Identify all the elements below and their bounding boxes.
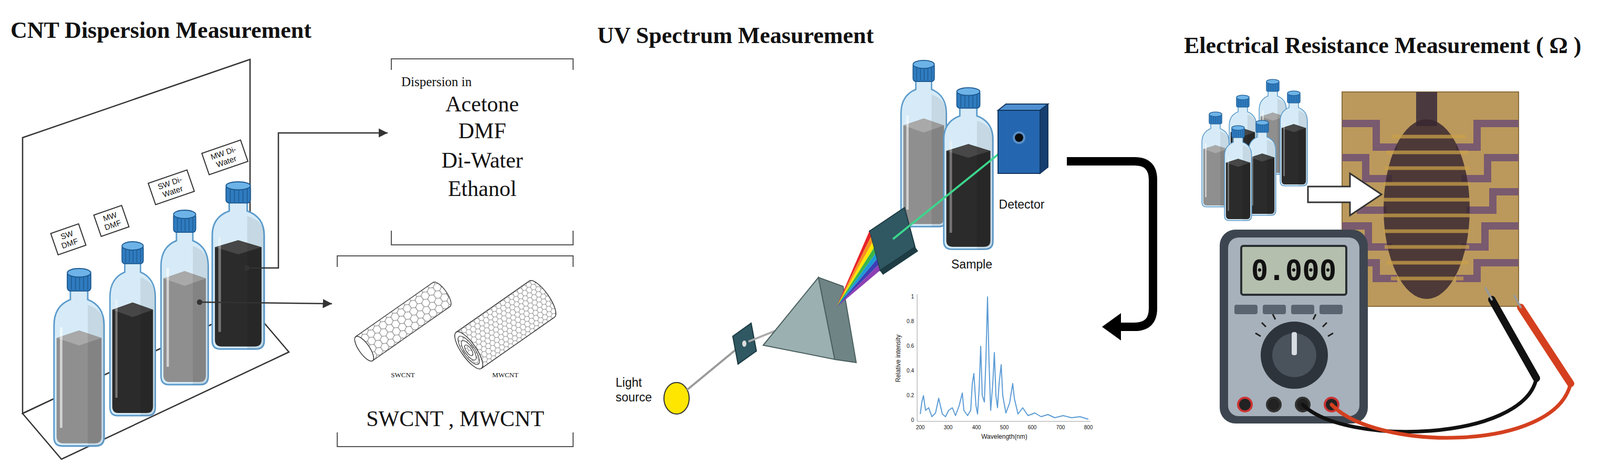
axis-title: Wavelength(nm)	[981, 432, 1028, 441]
bottle-tag: MW DMF	[92, 204, 130, 237]
detector	[998, 104, 1048, 174]
part-label: Light source	[615, 375, 658, 405]
node-text: MW Di-Water	[204, 142, 245, 172]
tick-label: 300	[943, 424, 953, 431]
spectrum-fan	[836, 231, 880, 308]
node-text: MWCNT	[452, 370, 558, 380]
swcnt-tube	[351, 279, 455, 365]
part-label: Detector	[999, 197, 1045, 213]
multimeter	[1219, 229, 1368, 424]
section-title: CNT Dispersion Measurement	[10, 16, 312, 45]
spectrometer	[663, 60, 1153, 422]
tick-label: 500	[1000, 424, 1010, 431]
tick-label: 0.4	[906, 367, 914, 374]
node-text: SW Di-Water	[151, 172, 192, 202]
spectrum-chart	[917, 294, 1091, 422]
part-label: Sample	[951, 257, 993, 273]
tick-label: 0	[910, 417, 914, 424]
node-text: Dispersion in	[401, 74, 565, 90]
spectrum-line	[920, 296, 1089, 420]
flow-arrow	[1066, 161, 1153, 341]
tick-label: 0.8	[906, 318, 914, 325]
leader-dot	[244, 265, 249, 270]
mwcnt-tube	[450, 276, 561, 373]
slit-plate	[732, 323, 757, 365]
bottle-tag: MW Di-Water	[201, 139, 249, 175]
tick-label: 400	[972, 424, 982, 431]
node-text: SWCNT , MWCNT	[336, 405, 574, 432]
multimeter-display: 0.000	[1240, 244, 1348, 296]
leader-arrow	[246, 132, 388, 268]
bottle	[1224, 125, 1252, 221]
light-beam	[687, 347, 739, 390]
tick-label: 0.6	[906, 343, 914, 350]
tick-label: 0.2	[906, 392, 914, 399]
leader-arrow	[199, 302, 332, 304]
bottle	[1280, 90, 1308, 186]
prism	[763, 277, 835, 360]
section-title: Electrical Resistance Measurement ( Ω )	[1183, 32, 1582, 60]
nanotube-box: SWCNTMWCNT SWCNT , MWCNT	[336, 255, 574, 448]
tick-label: 1	[910, 293, 914, 300]
node-text: SW DMF	[54, 226, 83, 252]
solvent-list-box: Dispersion inAcetoneDMF Di-WaterEthanol	[390, 58, 574, 246]
leader-arrows	[197, 132, 388, 305]
leader-dot	[197, 299, 202, 305]
bottle	[54, 268, 105, 446]
sample-bottles-small	[1201, 79, 1308, 221]
section-title: UV Spectrum Measurement	[597, 22, 874, 50]
sample-bottle	[943, 87, 994, 250]
light-source	[663, 382, 690, 414]
bottle	[161, 210, 209, 385]
bottle	[1248, 120, 1276, 216]
bottle	[109, 241, 155, 416]
node-text: 0.000	[1251, 256, 1337, 285]
slit	[742, 340, 747, 347]
tick-label: 800	[1084, 424, 1094, 431]
tick-label: 600	[1027, 424, 1037, 431]
bottle-tag: SW DMF	[49, 223, 87, 256]
node-text: Ethanol	[390, 175, 574, 202]
bottle-tag: SW Di-Water	[147, 169, 195, 205]
tick-label: 200	[916, 424, 926, 431]
node-text: MW DMF	[97, 208, 127, 234]
hollow-arrow	[1307, 173, 1382, 216]
probe-leads	[1302, 287, 1571, 438]
node-text: Acetone	[390, 90, 574, 118]
bottle-rack	[22, 59, 289, 460]
axis-title: Relative intensity	[894, 334, 902, 383]
node-text: SWCNT	[350, 370, 456, 380]
node-text: DMF	[390, 117, 574, 144]
tick-label: 700	[1056, 424, 1066, 431]
node-text: Di-Water	[390, 147, 574, 174]
bottle	[212, 181, 265, 349]
sample-bottles	[54, 181, 265, 446]
